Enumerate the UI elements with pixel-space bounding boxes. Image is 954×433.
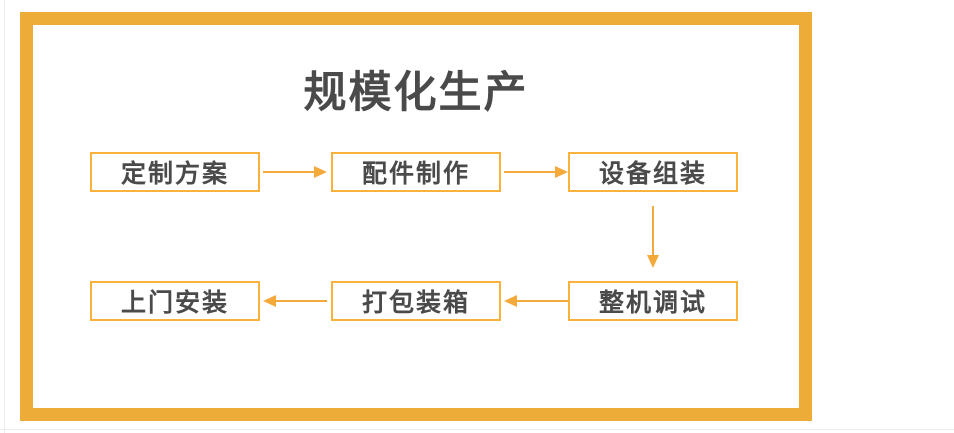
step-label: 定制方案 — [120, 160, 229, 188]
flow-frame — [20, 12, 812, 421]
arrow-line — [276, 300, 327, 302]
arrow-line — [517, 300, 568, 302]
arrow-head — [504, 295, 517, 307]
arrow-head — [647, 255, 659, 268]
arrow-left-icon-1 — [504, 295, 568, 307]
step-box-parts-production: 配件制作 — [331, 152, 501, 192]
arrow-line — [652, 206, 654, 255]
step-label: 上门安装 — [120, 289, 229, 317]
arrow-right-icon-2 — [504, 166, 568, 178]
arrow-line — [263, 171, 314, 173]
step-box-customized-plan: 定制方案 — [90, 152, 260, 192]
arrow-down-icon — [647, 206, 659, 268]
step-box-machine-debugging: 整机调试 — [568, 281, 738, 321]
step-label: 设备组装 — [598, 160, 707, 188]
step-box-packing: 打包装箱 — [331, 281, 501, 321]
page-bottom-divider — [0, 429, 954, 430]
step-box-onsite-installation: 上门安装 — [90, 281, 260, 321]
arrow-head — [263, 295, 276, 307]
step-box-equipment-assembly: 设备组装 — [568, 152, 738, 192]
step-label: 配件制作 — [361, 160, 470, 188]
arrow-left-icon-2 — [263, 295, 327, 307]
arrow-right-icon-1 — [263, 166, 327, 178]
step-label: 整机调试 — [598, 289, 707, 317]
diagram-title: 规模化生产 — [303, 69, 529, 117]
page-left-divider — [4, 0, 5, 433]
step-label: 打包装箱 — [361, 289, 470, 317]
arrow-head — [314, 166, 327, 178]
arrow-head — [555, 166, 568, 178]
arrow-line — [504, 171, 555, 173]
